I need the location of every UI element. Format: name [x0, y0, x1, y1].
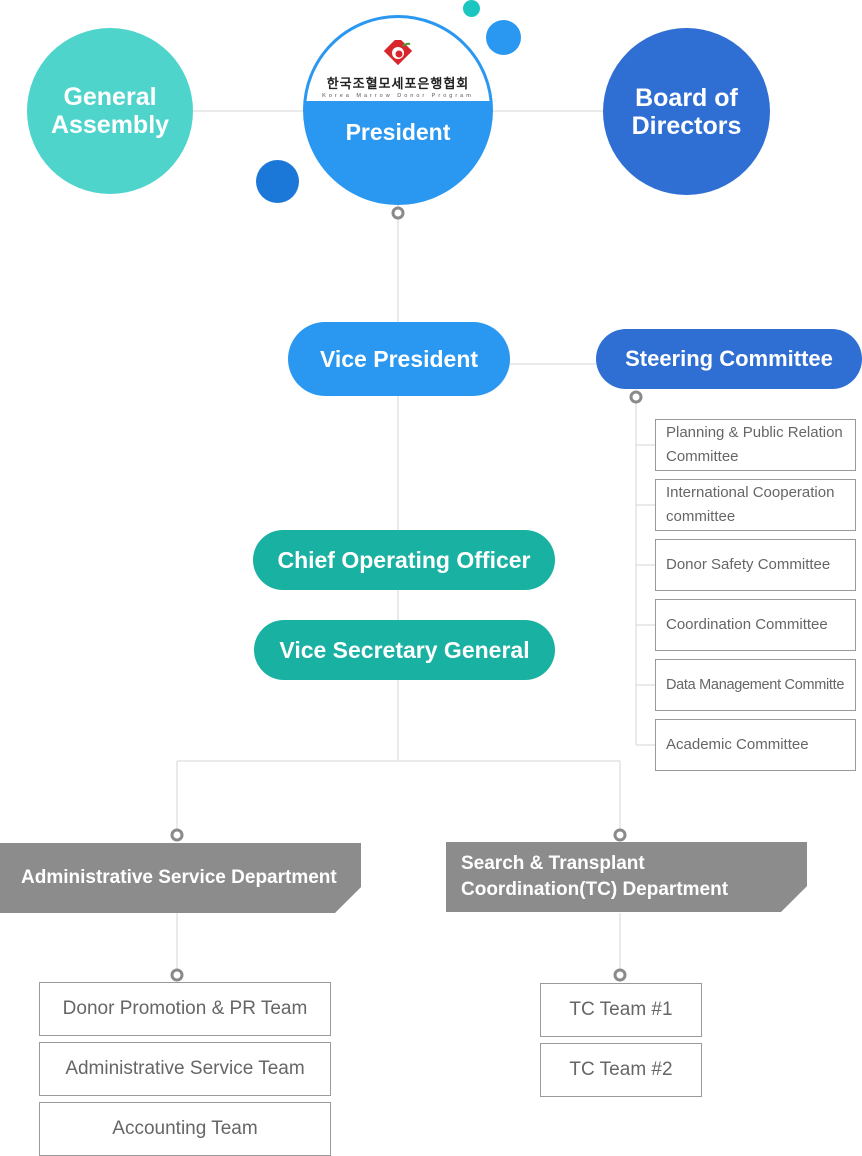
committee-box: International Cooperation committee [655, 479, 856, 531]
department-label: Administrative Service Department [21, 867, 337, 888]
kmdp-logo-icon [383, 40, 413, 66]
committee-box: Coordination Committee [655, 599, 856, 651]
committee-label: Academic Committee [666, 736, 809, 753]
chief-operating-officer-label: Chief Operating Officer [277, 546, 531, 573]
team-box: Accounting Team [39, 1102, 331, 1156]
logo-korean-text: 한국조혈모세포은행협회 [326, 76, 470, 91]
steering-committee-label: Steering Committee [625, 346, 833, 371]
steering-committee-node: Steering Committee [596, 329, 862, 389]
team-label: Administrative Service Team [65, 1058, 305, 1079]
connector-node [613, 828, 627, 842]
department-label: Search & Transplant Coordination(TC) Dep… [461, 853, 729, 900]
committee-label: Coordination Committee [666, 616, 828, 633]
president-label: President [345, 119, 451, 145]
team-box: Administrative Service Team [39, 1042, 331, 1096]
connector-node [170, 828, 184, 842]
connector-node [170, 968, 184, 982]
logo-english-text: Korea Marrow Donor Program [322, 93, 474, 99]
tc-department: Search & Transplant Coordination(TC) Dep… [446, 842, 807, 912]
vice-secretary-general-node: Vice Secretary General [254, 620, 555, 680]
vice-secretary-general-label: Vice Secretary General [279, 636, 530, 663]
decorative-dot-blue [486, 20, 521, 55]
committee-box: Data Management Committe [655, 659, 856, 711]
connector-node [391, 206, 405, 220]
committee-box: Academic Committee [655, 719, 856, 771]
committee-label: Donor Safety Committee [666, 556, 831, 573]
team-label: Donor Promotion & PR Team [62, 998, 308, 1019]
committee-label: Data Management Committe [666, 677, 845, 693]
vice-president-node: Vice President [288, 322, 510, 396]
decorative-dot-teal [463, 0, 480, 17]
general-assembly-label: General Assembly [50, 83, 170, 139]
connector-node [629, 390, 643, 404]
committee-label: International Cooperation committee [666, 484, 835, 525]
board-of-directors-label: Board of Directors [631, 83, 742, 140]
connector-node [613, 968, 627, 982]
committee-label: Planning & Public Relation Committee [666, 424, 843, 465]
team-box: TC Team #2 [540, 1043, 702, 1097]
president-node: 한국조혈모세포은행협회 Korea Marrow Donor Program P… [303, 15, 493, 205]
decorative-dot-darkblue [256, 160, 299, 203]
chief-operating-officer-node: Chief Operating Officer [253, 530, 555, 590]
general-assembly-node: General Assembly [27, 28, 193, 194]
team-label: TC Team #2 [569, 1059, 673, 1080]
kmdp-logo: 한국조혈모세포은행협회 Korea Marrow Donor Program [322, 40, 474, 99]
committee-box: Planning & Public Relation Committee [655, 419, 856, 471]
team-label: TC Team #1 [569, 999, 673, 1020]
team-label: Accounting Team [112, 1118, 258, 1139]
board-of-directors-node: Board of Directors [603, 28, 770, 195]
vice-president-label: Vice President [319, 345, 479, 372]
team-box: TC Team #1 [540, 983, 702, 1037]
administrative-service-department: Administrative Service Department [0, 843, 361, 913]
team-box: Donor Promotion & PR Team [39, 982, 331, 1036]
committee-box: Donor Safety Committee [655, 539, 856, 591]
